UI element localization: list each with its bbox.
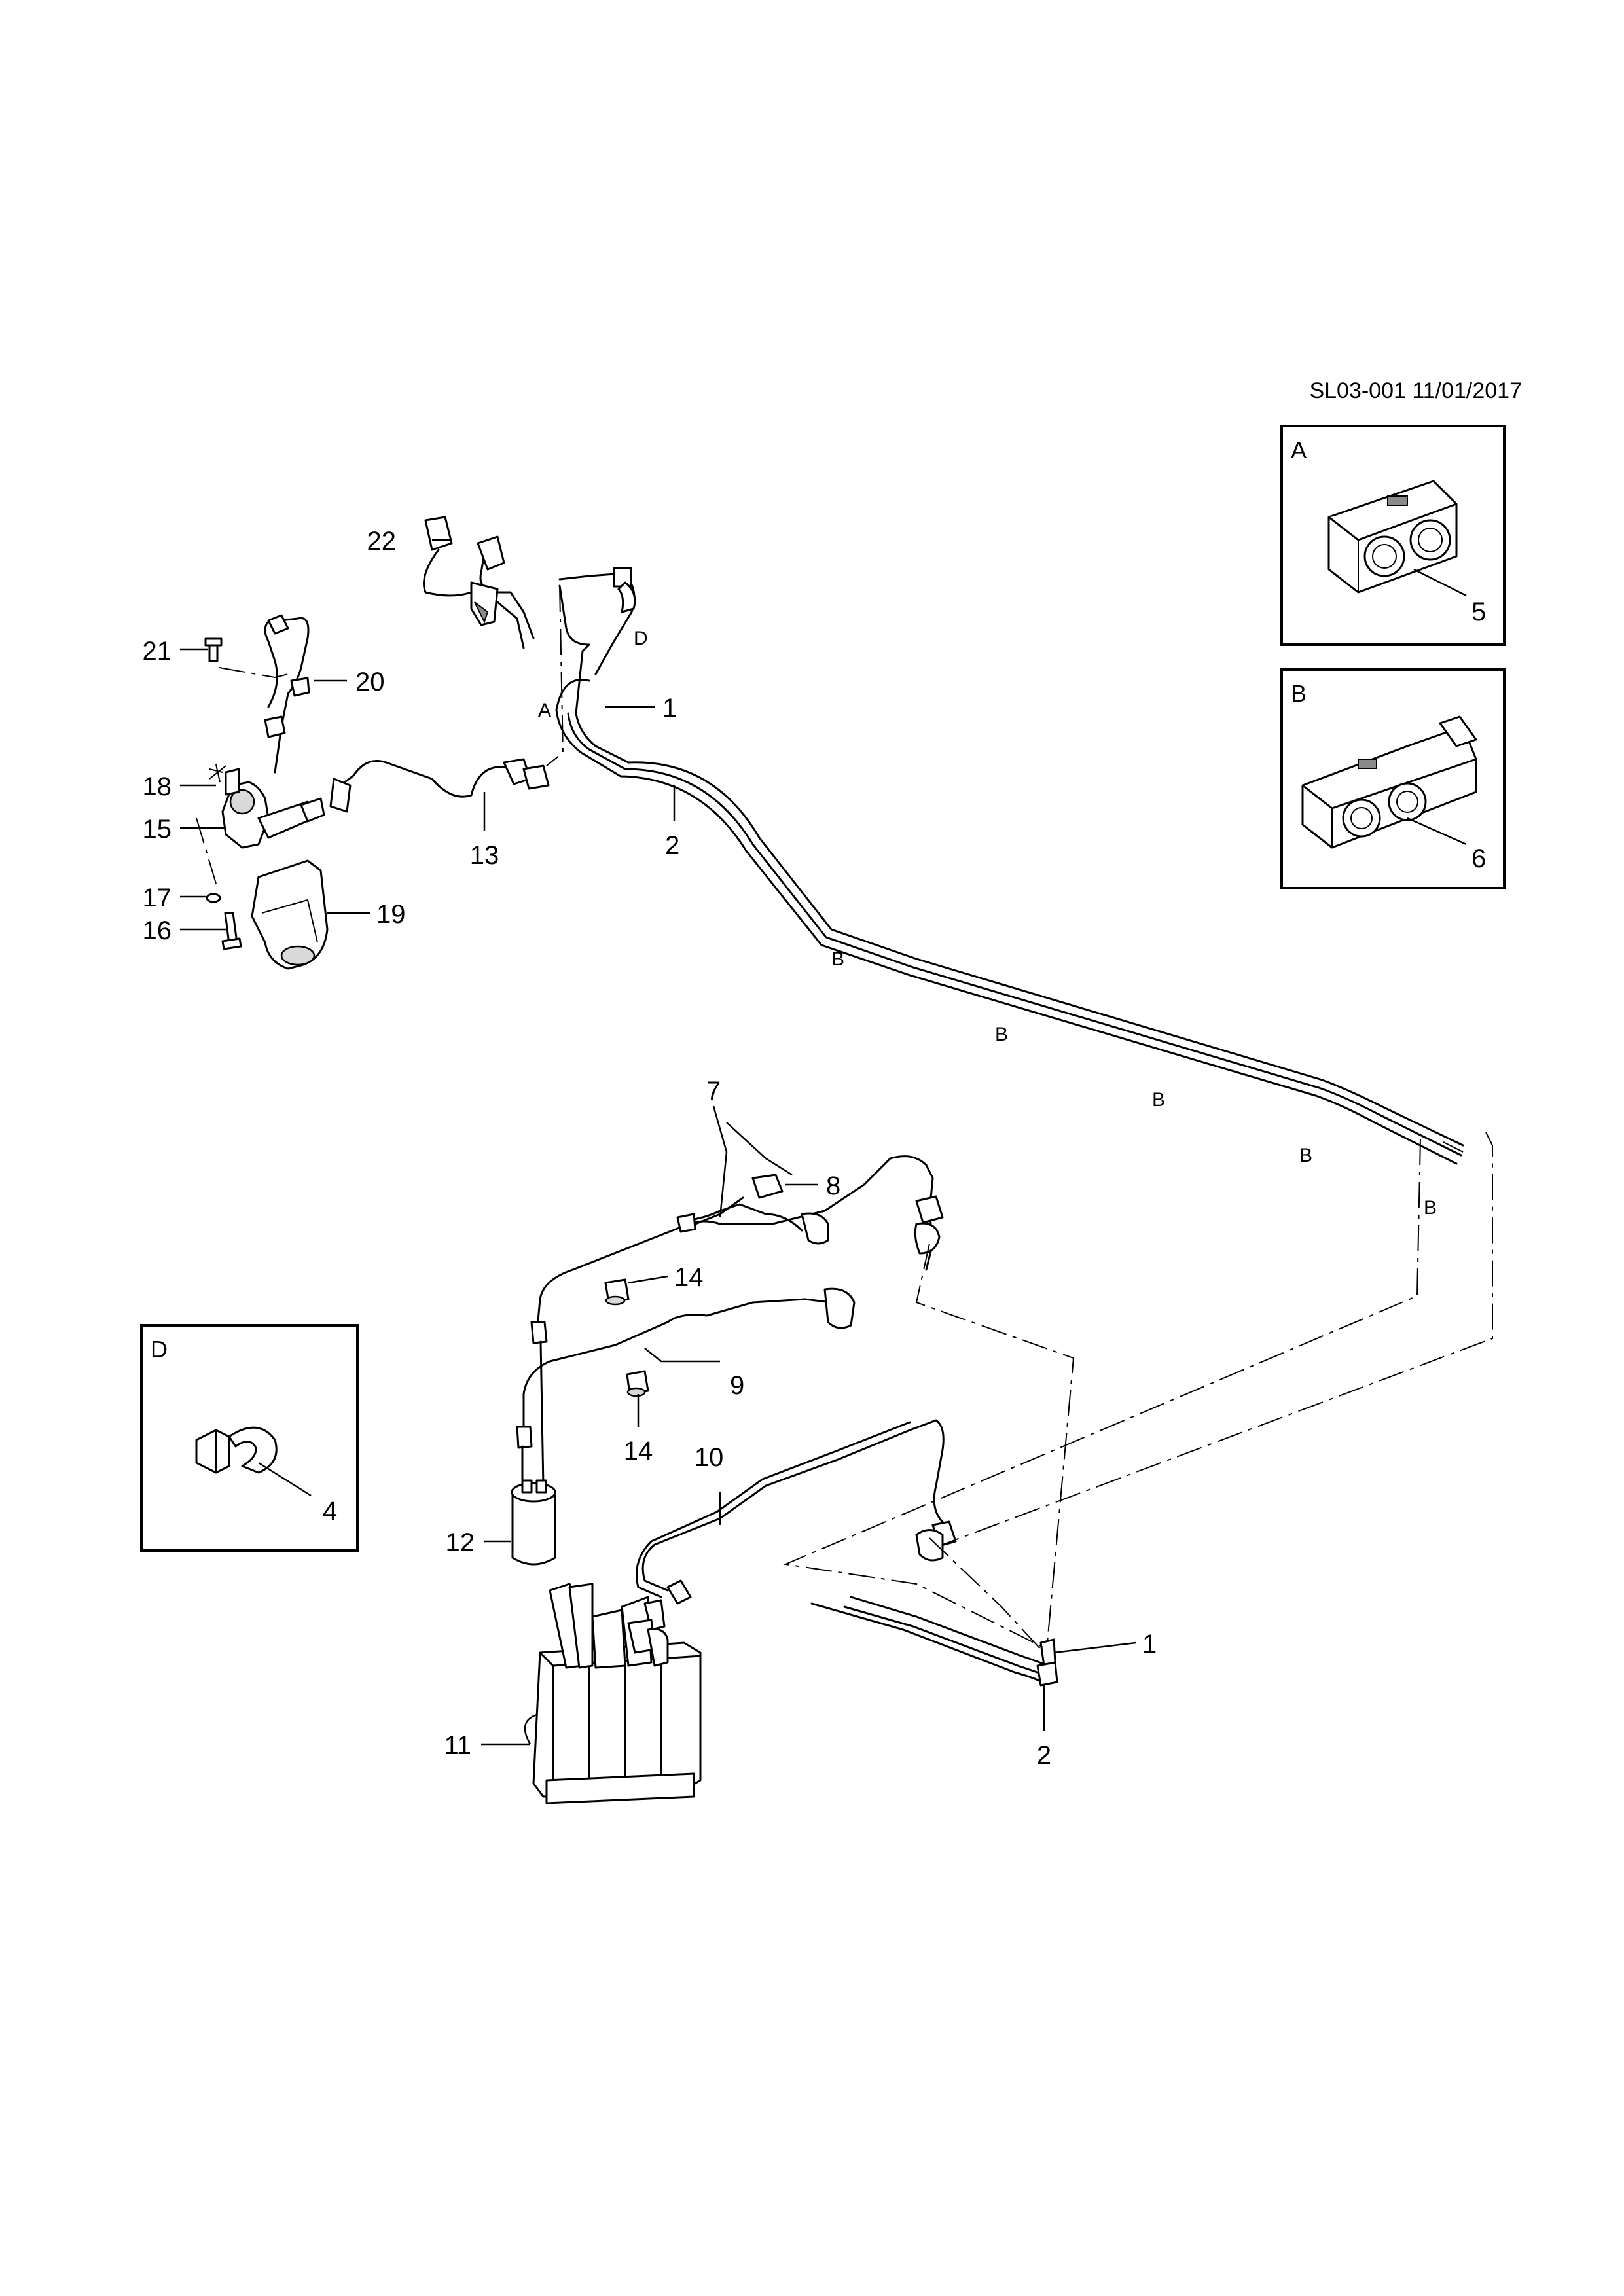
clip-code-b4: B	[1299, 1145, 1312, 1166]
connection-lines	[546, 585, 1493, 1650]
callout-16: 16	[143, 916, 172, 945]
callout-15: 15	[143, 815, 172, 844]
clip-14-lower	[626, 1370, 649, 1397]
callout-13: 13	[470, 841, 499, 870]
svg-text:B: B	[1291, 680, 1307, 707]
bolt-21	[204, 637, 223, 662]
fuel-pipe-9	[522, 1287, 856, 1428]
callout-leaders	[180, 539, 1136, 1746]
double-pipe-clip-5	[1327, 480, 1458, 594]
callout-7: 7	[706, 1077, 721, 1105]
callout-22: 22	[367, 527, 397, 556]
inset-b: B 6	[1280, 668, 1506, 889]
callout-14-upper: 14	[674, 1263, 704, 1292]
fuel-pipe-1-upper	[555, 584, 1464, 1165]
callout-18: 18	[143, 772, 172, 801]
callout-14-lower: 14	[624, 1437, 653, 1465]
callout-11: 11	[444, 1731, 471, 1760]
single-pipe-clip-4	[195, 1426, 278, 1474]
callout-17: 17	[143, 884, 172, 912]
callout-8: 8	[826, 1172, 840, 1200]
hose-22	[423, 516, 535, 649]
clip-code-a: A	[538, 700, 551, 721]
fuel-pipes-1-2-lower	[810, 1596, 1058, 1687]
callout-1-upper: 1	[662, 694, 677, 723]
connectors-12-lines	[516, 1321, 548, 1487]
clip-14-upper	[604, 1278, 630, 1306]
clip-code-b1: B	[831, 948, 844, 970]
drawing-code: SL03-001 11/01/2017	[1309, 378, 1522, 403]
fuel-pipe-2-top-branch	[558, 567, 636, 675]
clip-code-b2: B	[995, 1024, 1008, 1045]
clip-code-d: D	[634, 628, 648, 649]
callout-20: 20	[355, 668, 385, 696]
callout-1-lower: 1	[1142, 1630, 1157, 1659]
purge-valve-assembly	[209, 614, 329, 970]
fuel-pipe-7	[535, 1155, 944, 1336]
svg-text:A: A	[1291, 437, 1307, 463]
callout-2-lower: 2	[1037, 1741, 1051, 1770]
fuel-pipe-13	[329, 758, 550, 813]
inset-a: A 5	[1280, 425, 1506, 646]
fuel-filter-12	[511, 1479, 556, 1566]
evap-canister-11	[532, 1583, 702, 1804]
svg-text:D: D	[151, 1336, 168, 1363]
callout-19: 19	[376, 900, 406, 929]
svg-text:4: 4	[323, 1497, 337, 1526]
svg-text:5: 5	[1471, 598, 1486, 626]
clip-code-b5: B	[1424, 1197, 1437, 1219]
svg-text:6: 6	[1471, 844, 1486, 873]
double-pipe-clip-6	[1301, 715, 1477, 849]
bolt-16	[221, 912, 242, 950]
washer-17	[206, 893, 221, 903]
callout-2-upper: 2	[665, 831, 679, 860]
callout-10: 10	[695, 1443, 724, 1472]
callout-9: 9	[730, 1371, 744, 1400]
callout-12: 12	[446, 1528, 475, 1557]
inset-d: D 4	[140, 1324, 359, 1552]
callout-21: 21	[143, 637, 172, 666]
clip-code-b3: B	[1152, 1089, 1165, 1111]
vapor-pipe-10	[636, 1419, 957, 1605]
